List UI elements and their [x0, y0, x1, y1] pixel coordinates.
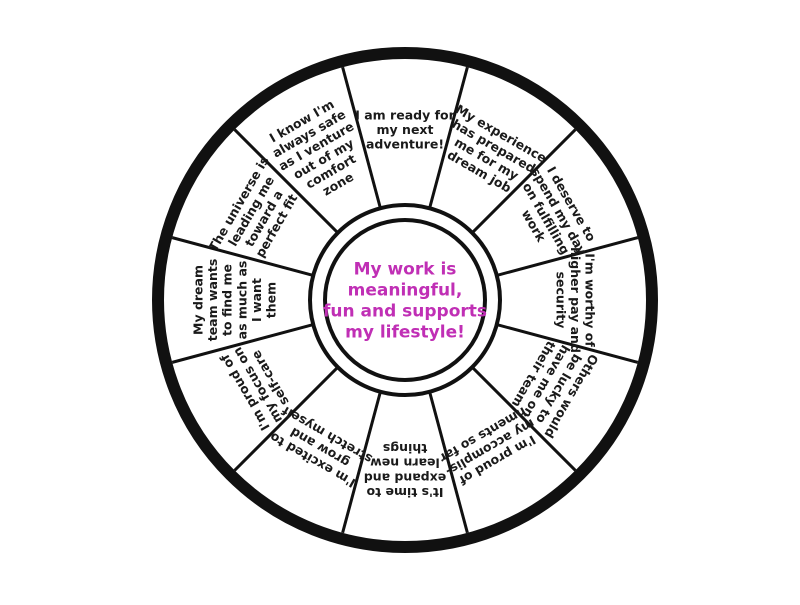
- segment-divider: [171, 323, 314, 364]
- segment-label: Others wouldbe lucky tohave me ontheir t…: [504, 330, 602, 441]
- segment-label: My experiencehas preparedme for mydream …: [431, 101, 549, 203]
- segment-label-line: things: [383, 441, 427, 456]
- segment-divider: [233, 366, 339, 472]
- segment-label-line: It's time to: [366, 485, 443, 500]
- segment-label-line: I'm worthy of: [583, 253, 598, 347]
- center-affirmation-line: fun and supports: [323, 302, 487, 322]
- segment-label: It's time toexpand andlearn newthings: [364, 441, 446, 500]
- segment-divider: [496, 236, 639, 277]
- segment-label-line: as much as: [234, 261, 249, 340]
- segment-label-line: adventure!: [366, 137, 444, 152]
- center-affirmation-line: meaningful,: [348, 281, 463, 301]
- center-affirmation-line: my lifestyle!: [345, 323, 465, 343]
- segment-divider: [341, 66, 382, 209]
- segment-label-line: I want: [249, 278, 264, 322]
- center-inner-ring: [323, 218, 487, 382]
- segment-label-line: them: [263, 282, 278, 318]
- segment-label-line: expand and: [364, 470, 446, 485]
- segment-divider: [496, 323, 639, 364]
- segment-divider: [171, 236, 314, 277]
- segment-label: I'm worthy ofhigher pay andsecurity: [554, 247, 598, 353]
- segment-label-line: My dream: [191, 265, 206, 335]
- segment-label-line: higher pay and: [568, 247, 583, 353]
- segment-label-line: my next: [377, 122, 434, 137]
- segment-divider: [428, 66, 469, 209]
- segment-divider: [341, 391, 382, 534]
- segment-divider: [471, 366, 577, 472]
- segment-label: I know I'malways safeas I ventureout of …: [261, 93, 378, 211]
- segment-divider: [233, 128, 339, 234]
- segment-dividers: [171, 66, 639, 534]
- segment-divider: [428, 391, 469, 534]
- center-affirmation-line: My work is: [354, 260, 457, 280]
- segment-divider: [471, 128, 577, 234]
- segment-label-line: to find me: [220, 264, 235, 336]
- segment-label-line: team wants: [205, 259, 220, 342]
- segment-label: My dreamteam wantsto find meas much asI …: [191, 259, 279, 342]
- segment-label-line: learn new: [370, 456, 440, 471]
- segment-label-line: security: [554, 272, 569, 329]
- segment-label-line: I am ready for: [355, 108, 455, 123]
- segment-label: The universe isleading metoward aperfect…: [205, 154, 309, 276]
